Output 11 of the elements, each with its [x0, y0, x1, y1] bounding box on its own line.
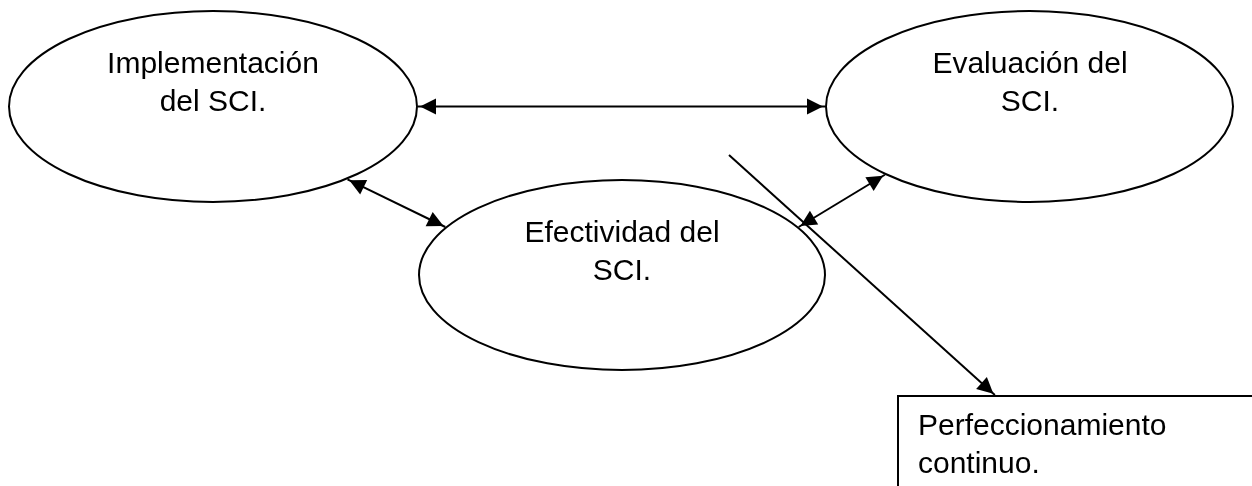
process-ellipse	[418, 179, 826, 371]
node-label: Perfeccionamiento continuo.	[918, 407, 1168, 481]
arrow	[346, 178, 447, 228]
node-label: Implementación del SCI.	[106, 45, 320, 119]
process-ellipse	[8, 10, 418, 203]
arrow	[797, 173, 886, 228]
node-label: Efectividad del SCI.	[523, 214, 721, 288]
arrow	[728, 154, 996, 396]
process-ellipse	[825, 10, 1234, 203]
node-label: Evaluación del SCI.	[931, 45, 1129, 119]
arrow	[417, 98, 826, 115]
